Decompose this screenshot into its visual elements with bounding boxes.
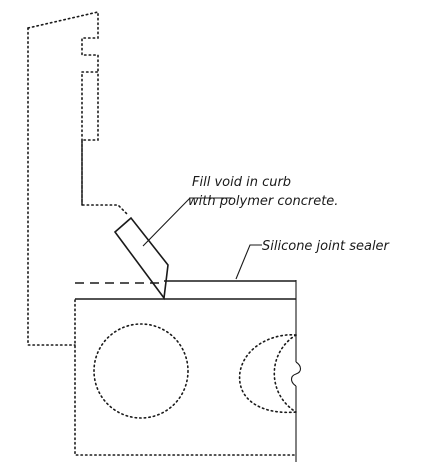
fill-void-label-line1: Fill void in curb [192,175,291,190]
slab-break-line [290,280,302,462]
silicone-sealer-leader [235,244,262,280]
fill-void-label-line2: with polymer concrete. [188,194,338,209]
void-circle-left [93,323,189,419]
silicone-joint-sealer-label: Silicone joint sealer [262,239,391,254]
deck-slab-outline [74,299,297,456]
curb-outline [27,10,129,346]
joint-lines [75,280,296,300]
void-circle-right-partial [273,334,297,413]
fill-void-leader [142,197,232,247]
polymer-concrete-fill-wedge [113,216,169,301]
void-circle-right-outline [238,334,297,414]
